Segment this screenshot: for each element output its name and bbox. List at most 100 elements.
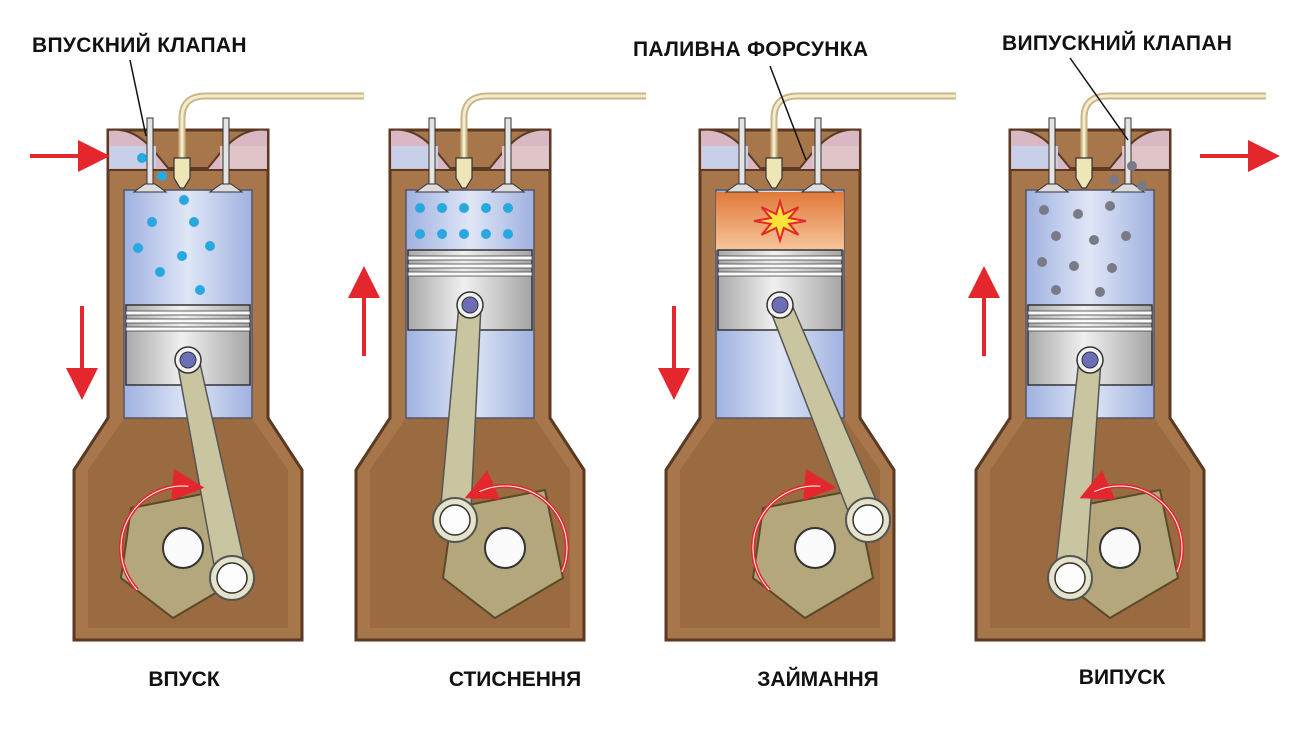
piston-ring — [717, 255, 843, 261]
exhaust-port — [220, 146, 266, 168]
exhaust-particle — [1109, 175, 1119, 185]
fuel-droplet — [459, 203, 469, 213]
piston-ring — [125, 310, 251, 316]
exhaust-particle — [1051, 231, 1061, 241]
intake-valve-head — [132, 183, 168, 193]
fuel-droplet — [503, 203, 513, 213]
intake-port — [1012, 146, 1058, 168]
exhaust-valve-callout: ВИПУСКНИЙ КЛАПАН — [1002, 32, 1233, 55]
exhaust-particle — [1107, 263, 1117, 273]
exhaust-particle — [1127, 161, 1137, 171]
fuel-droplet — [415, 229, 425, 239]
crankshaft-journal — [1099, 527, 1141, 569]
fuel-droplet — [133, 243, 143, 253]
fuel-droplet — [179, 195, 189, 205]
fuel-droplet — [503, 229, 513, 239]
fuel-injector-callout: ПАЛИВНА ФОРСУНКА — [633, 38, 869, 61]
intake-valve-stem — [146, 117, 154, 191]
rotation-arrow-highlight — [120, 485, 189, 591]
engine-3 — [658, 92, 956, 642]
exhaust-particle — [1089, 235, 1099, 245]
wrist-pin — [461, 296, 479, 314]
wrist-pin — [1081, 351, 1099, 369]
fuel-line-highlight — [180, 94, 364, 158]
exhaust-port — [812, 146, 858, 168]
intake-valve-stem — [1048, 117, 1056, 191]
exhaust-particle — [1137, 181, 1147, 191]
intake-valve-stem — [738, 117, 746, 191]
fuel-injector-icon — [1075, 157, 1093, 189]
piston-ring — [1027, 310, 1153, 316]
fuel-droplet — [481, 229, 491, 239]
stroke-label-ignition: ЗАЙМАННЯ — [757, 668, 879, 691]
fuel-line-highlight — [462, 94, 646, 158]
engine-2 — [348, 92, 646, 642]
exhaust-valve-stem — [222, 117, 230, 191]
crank-pin — [1054, 562, 1086, 594]
exhaust-valve-head — [208, 183, 244, 193]
intake-port — [110, 146, 156, 168]
exhaust-particle — [1095, 287, 1105, 297]
piston-ring — [717, 271, 843, 277]
exhaust-particle — [1051, 285, 1061, 295]
rotation-arrow-highlight — [1093, 485, 1183, 573]
exhaust-valve-stem — [814, 117, 822, 191]
fuel-injector-icon — [173, 157, 191, 189]
fuel-droplet — [205, 241, 215, 251]
intake-valve-head — [724, 183, 760, 193]
wrist-pin — [179, 351, 197, 369]
crank-pin — [439, 504, 471, 536]
intake-valve-head — [1034, 183, 1070, 193]
fuel-line-highlight — [772, 94, 956, 158]
intake-valve-callout: ВПУСКНИЙ КЛАПАН — [32, 34, 247, 57]
exhaust-particle — [1105, 201, 1115, 211]
engine-4 — [968, 92, 1280, 642]
piston-ring — [125, 318, 251, 324]
wrist-pin — [771, 296, 789, 314]
spark-icon — [753, 198, 807, 244]
fuel-droplet — [195, 285, 205, 295]
fuel-droplet — [147, 217, 157, 227]
exhaust-valve-stem — [1124, 117, 1132, 191]
piston-ring — [1027, 326, 1153, 332]
fuel-droplet — [137, 153, 147, 163]
exhaust-particle — [1073, 209, 1083, 219]
fuel-droplet — [481, 203, 491, 213]
fuel-injector-icon — [765, 157, 783, 189]
exhaust-particle — [1121, 231, 1131, 241]
fuel-droplet — [437, 229, 447, 239]
fuel-droplet — [459, 229, 469, 239]
intake-port — [392, 146, 438, 168]
fuel-droplet — [437, 203, 447, 213]
fuel-droplet — [415, 203, 425, 213]
exhaust-particle — [1069, 261, 1079, 271]
intake-port — [702, 146, 748, 168]
crankshaft-journal — [794, 527, 836, 569]
exhaust-particle — [1039, 205, 1049, 215]
piston-ring — [125, 326, 251, 332]
stroke-label-exhaust: ВИПУСК — [1078, 666, 1166, 689]
piston-ring — [717, 263, 843, 269]
crankshaft-journal — [162, 527, 204, 569]
fuel-injector-leader — [769, 65, 807, 161]
fuel-droplet — [155, 267, 165, 277]
piston-ring — [407, 255, 533, 261]
fuel-injector-icon — [455, 157, 473, 189]
fuel-line-highlight — [1082, 94, 1266, 158]
piston-ring — [1027, 318, 1153, 324]
crank-pin — [852, 504, 884, 536]
exhaust-port — [502, 146, 548, 168]
crankshaft-journal — [484, 527, 526, 569]
exhaust-valve-head — [1110, 183, 1146, 193]
fuel-droplet — [189, 217, 199, 227]
rotation-arrow-highlight — [752, 485, 821, 591]
stroke-label-compression: СТИСНЕННЯ — [448, 668, 582, 691]
rotation-arrow-highlight — [478, 485, 568, 573]
fuel-droplet — [157, 171, 167, 181]
intake-valve-head — [414, 183, 450, 193]
exhaust-particle — [1037, 257, 1047, 267]
piston-ring — [407, 271, 533, 277]
fuel-droplet — [177, 251, 187, 261]
